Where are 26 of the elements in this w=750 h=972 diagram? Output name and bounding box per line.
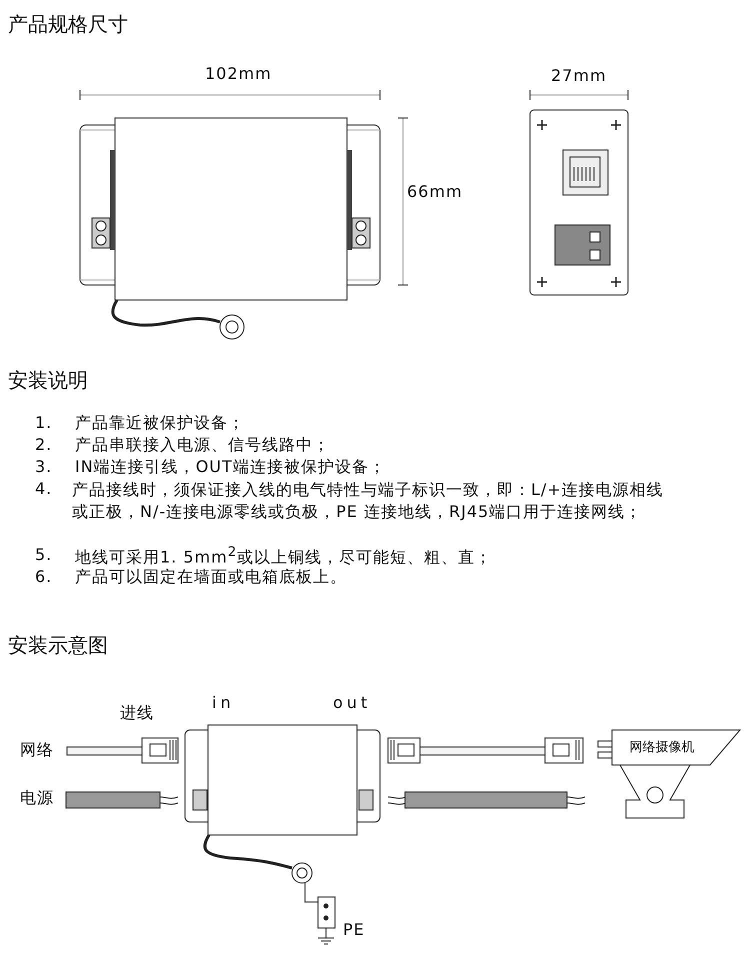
port-label: in	[212, 693, 235, 712]
port-label: out	[333, 693, 372, 712]
dimension-label: 102mm	[205, 64, 272, 84]
ground-label: PE	[343, 920, 365, 940]
cable-label: 进线	[120, 703, 154, 722]
dimension-label: 27mm	[551, 66, 607, 86]
camera-body	[612, 730, 742, 766]
list-number: 6.	[35, 567, 52, 586]
list-number: 2.	[35, 435, 52, 454]
camera-label: 网络摄像机	[614, 732, 710, 762]
cable-label: 电源	[20, 788, 54, 808]
list-item: 地线可采用1. 5mm$^{2}$或以上铜线，尽可能短、粗、直；	[75, 545, 492, 567]
list-number: 3.	[35, 457, 52, 476]
list-item: 产品串联接入电源、信号线路中；	[75, 435, 330, 454]
list-item: 产品接线时，须保证接入线的电气特性与端子标识一致，即：L/+连接电源相线或正极，N/-连接电源零线或负极，PE 连接地线，RJ45端口用于连接网线；	[72, 479, 665, 523]
cable-label: 网络	[20, 740, 54, 760]
list-number: 5.	[35, 545, 52, 564]
dimension-label: 66mm	[407, 182, 463, 202]
list-item: 产品靠近被保护设备；	[75, 413, 245, 432]
list-number: 1.	[35, 413, 52, 432]
section-heading: 安装说明	[8, 368, 88, 392]
section-heading: 安装示意图	[8, 633, 108, 657]
list-item: IN端连接引线，OUT端连接被保护设备；	[75, 457, 386, 476]
list-number: 4.	[35, 479, 52, 498]
section-heading: 产品规格尺寸	[8, 12, 128, 36]
list-item: 产品可以固定在墙面或电箱底板上。	[75, 567, 347, 586]
